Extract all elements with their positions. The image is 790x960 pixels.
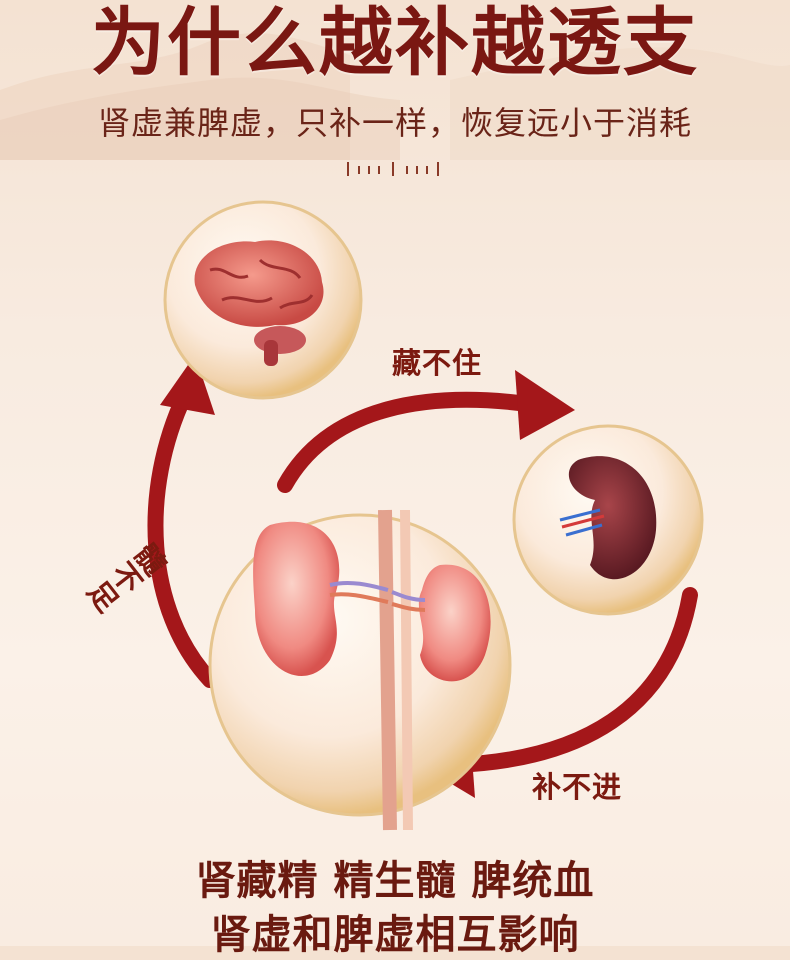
caption-line-2: 肾虚和脾虚相互影响 <box>210 912 580 958</box>
page-subtitle: 肾虚兼脾虚，只补一样，恢复远小于消耗 <box>97 104 692 142</box>
spleen-icon <box>559 456 657 580</box>
mountain-background <box>0 33 790 160</box>
label-cannot-absorb: 补不进 <box>532 770 623 804</box>
label-cannot-retain: 藏不住 <box>392 346 483 380</box>
ruler-decoration <box>347 162 439 176</box>
kidneys-icon <box>253 509 491 831</box>
cycle-arrow-icon <box>147 387 698 773</box>
brain-icon <box>194 240 324 366</box>
caption-line-1: 肾藏精 精生髓 脾统血 <box>195 858 595 904</box>
organ-cycle-diagram <box>147 200 704 831</box>
page-title: 为什么越补越透支 <box>91 0 699 86</box>
